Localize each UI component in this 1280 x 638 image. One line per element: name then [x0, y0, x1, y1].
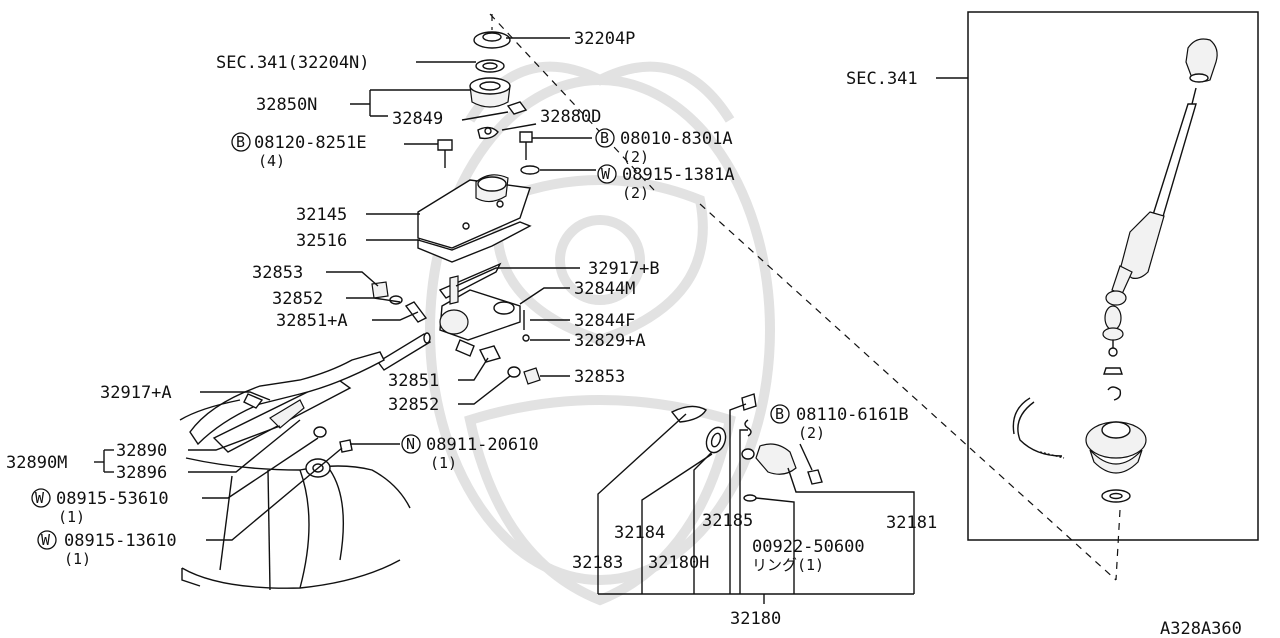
- label-32516: 32516: [296, 231, 347, 251]
- svg-text:B: B: [775, 405, 784, 423]
- lower-mechanism: [179, 351, 411, 591]
- label-32853-bot: 32853: [574, 367, 625, 387]
- svg-text:B: B: [600, 129, 609, 147]
- shift-rods: [339, 281, 541, 385]
- label-32850N: 32850N: [256, 95, 317, 115]
- drawing-code: A328A360: [1160, 619, 1242, 638]
- badge-w-icon: [31, 488, 51, 508]
- label-32851A: 32851+A: [276, 311, 348, 331]
- cover-plate: [417, 174, 532, 263]
- label-08120-8251E: 08120-8251E: [254, 133, 367, 153]
- label-32145: 32145: [296, 205, 347, 225]
- label-32829A: 32829+A: [574, 331, 646, 351]
- label-08010-8301A: 08010-8301A: [620, 129, 733, 149]
- label-32880D: 32880D: [540, 107, 601, 127]
- badge-n-icon: [401, 434, 421, 454]
- label-32844M: 32844M: [574, 279, 635, 299]
- inset-ref-label: SEC.341: [846, 69, 918, 89]
- label-32852-bot: 32852: [388, 395, 439, 415]
- label-32852-top: 32852: [272, 289, 323, 309]
- label-ring: リング(1): [752, 556, 824, 574]
- inset-panel: SEC.341: [846, 11, 1259, 581]
- svg-text:W: W: [601, 165, 611, 183]
- label-32853-top: 32853: [252, 263, 303, 283]
- clip-icon: [1107, 386, 1122, 401]
- label-32890: 32890: [116, 441, 167, 461]
- label-32184: 32184: [614, 523, 665, 543]
- badge-b-icon: [595, 128, 615, 148]
- badge-w-icon: [597, 164, 617, 184]
- svg-text:B: B: [236, 133, 245, 151]
- label-32180H: 32180H: [648, 553, 709, 573]
- label-08120-qty: (4): [258, 152, 285, 170]
- badge-b-icon: [231, 132, 251, 152]
- label-08915-1381A-qty: (2): [622, 184, 649, 202]
- badge-b-icon: [770, 404, 790, 424]
- label-32890M: 32890M: [6, 453, 67, 473]
- label-08110-6161B: 08110-6161B: [796, 405, 909, 425]
- label-32917A: 32917+A: [100, 383, 172, 403]
- label-32917B: 32917+B: [588, 259, 660, 279]
- svg-text:N: N: [406, 435, 415, 453]
- label-32896: 32896: [116, 463, 167, 483]
- label-00922-50600: 00922-50600: [752, 537, 865, 557]
- label-08915-13610-qty: (1): [64, 550, 91, 568]
- label-32180: 32180: [730, 609, 781, 629]
- label-08911-20610: 08911-20610: [426, 435, 539, 455]
- lower-right-parts: [670, 393, 823, 502]
- badge-w-icon: [37, 530, 57, 550]
- svg-text:W: W: [41, 531, 51, 549]
- label-08915-1381A: 08915-1381A: [622, 165, 735, 185]
- label-08915-53610-qty: (1): [58, 508, 85, 526]
- label-32183: 32183: [572, 553, 623, 573]
- label-08010-qty: (2): [622, 148, 649, 166]
- label-32204P: 32204P: [574, 29, 635, 49]
- label-08911-qty: (1): [430, 454, 457, 472]
- label-32185: 32185: [702, 511, 753, 531]
- label-32181: 32181: [886, 513, 937, 533]
- label-32849: 32849: [392, 109, 443, 129]
- callout-labels: 32204P SEC.341(32204N) 32850N 32849 3288…: [6, 29, 1242, 638]
- leader-lines: [94, 37, 915, 604]
- svg-text:W: W: [35, 489, 45, 507]
- upper-parts: [437, 31, 540, 175]
- label-sec341-32204N: SEC.341(32204N): [216, 53, 370, 73]
- label-32844F: 32844F: [574, 311, 635, 331]
- label-08915-53610: 08915-53610: [56, 489, 169, 509]
- label-08915-13610: 08915-13610: [64, 531, 177, 551]
- label-32851: 32851: [388, 371, 439, 391]
- label-08110-qty: (2): [798, 424, 825, 442]
